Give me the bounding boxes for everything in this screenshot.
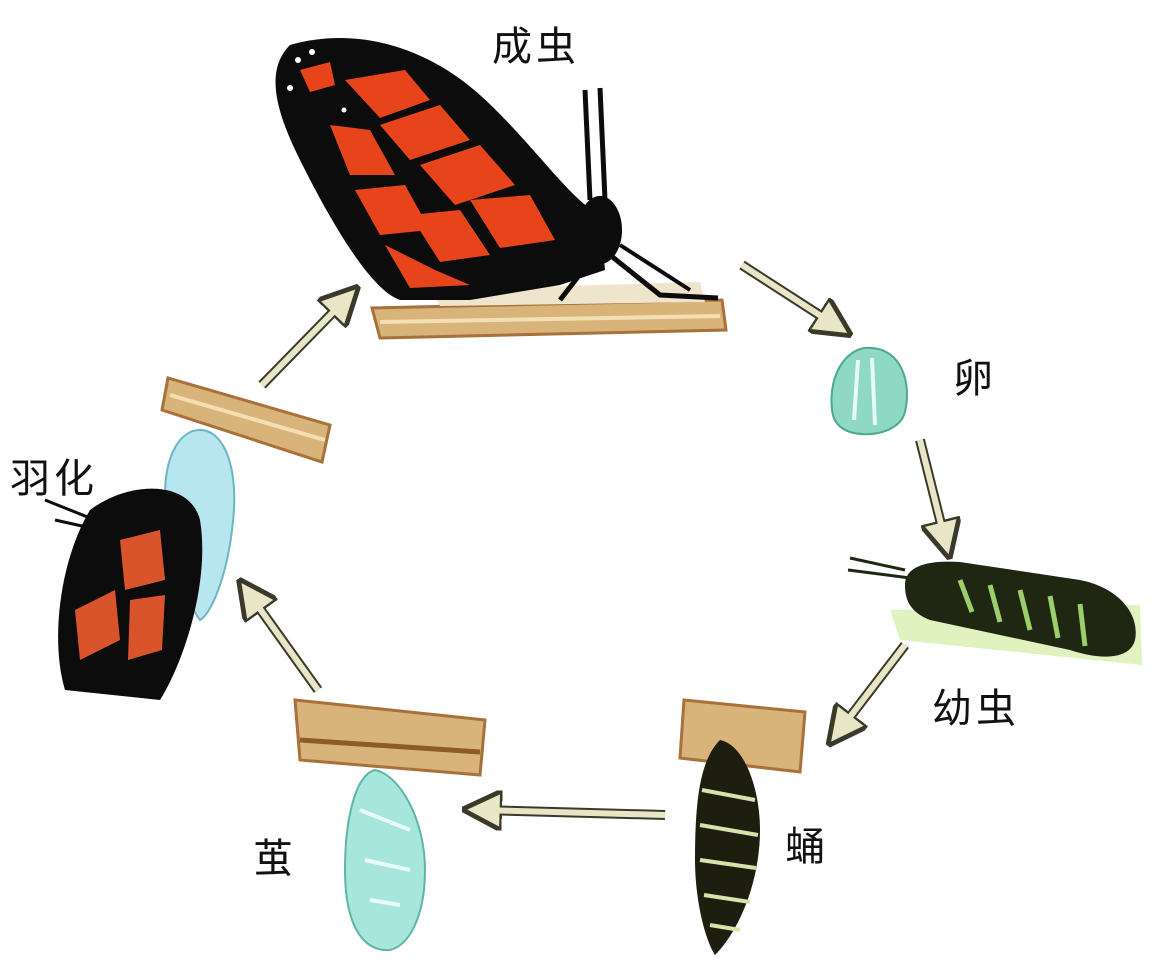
stage-label-cocoon: 茧	[253, 826, 297, 884]
stage-label-emergence: 羽化	[10, 446, 98, 504]
adult-butterfly-illustration	[276, 38, 726, 338]
stage-label-egg: 卵	[953, 346, 997, 404]
stage-label-pupa: 蛹	[785, 814, 829, 872]
egg-illustration	[832, 348, 907, 434]
larva-illustration	[848, 558, 1142, 665]
cocoon-illustration	[295, 700, 485, 950]
stage-label-larva: 幼虫	[932, 676, 1020, 734]
stage-label-adult: 成虫	[492, 14, 580, 72]
